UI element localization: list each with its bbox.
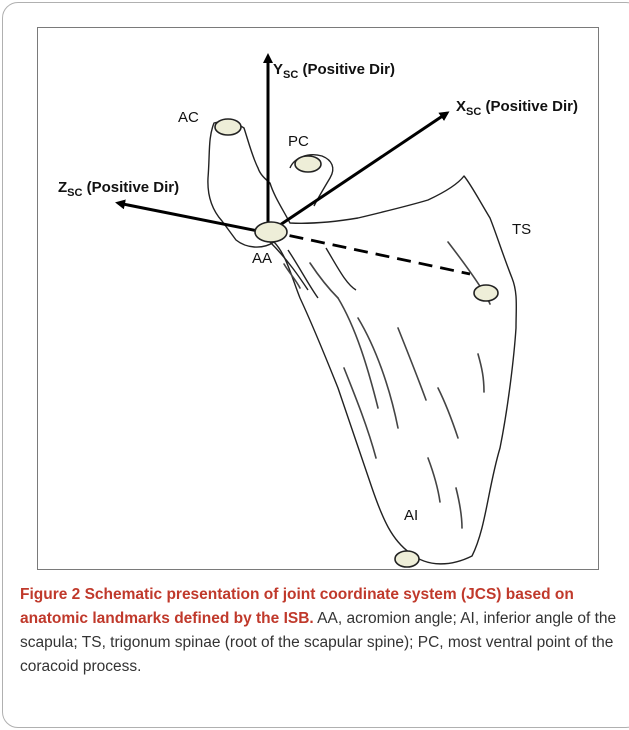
landmark-ac: [215, 119, 241, 135]
landmark-pc: [295, 156, 321, 172]
label-aa: AA: [252, 250, 272, 267]
x-axis-arrow: [268, 113, 447, 233]
scapula-outline: [208, 121, 516, 563]
label-ts: TS: [512, 221, 531, 238]
coordinate-axes: [118, 56, 447, 233]
label-ai: AI: [404, 507, 418, 524]
z-axis-arrow: [118, 203, 268, 233]
y-axis-label: YSC (Positive Dir): [273, 61, 395, 81]
label-pc: PC: [288, 133, 309, 150]
x-axis-label: XSC (Positive Dir): [456, 98, 578, 118]
label-ac: AC: [178, 109, 199, 126]
landmark-ai: [395, 551, 419, 567]
figure-panel: YSC (Positive Dir) XSC (Positive Dir) ZS…: [37, 27, 599, 570]
landmark-aa: [255, 222, 287, 242]
z-axis-label: ZSC (Positive Dir): [58, 179, 179, 199]
scapula-shading: [284, 242, 490, 528]
landmark-ts: [474, 285, 498, 301]
landmark-markers: [215, 119, 498, 567]
figure-caption: Figure 2 Schematic presentation of joint…: [20, 583, 620, 679]
scapula-diagram: YSC (Positive Dir) XSC (Positive Dir) ZS…: [38, 28, 600, 571]
